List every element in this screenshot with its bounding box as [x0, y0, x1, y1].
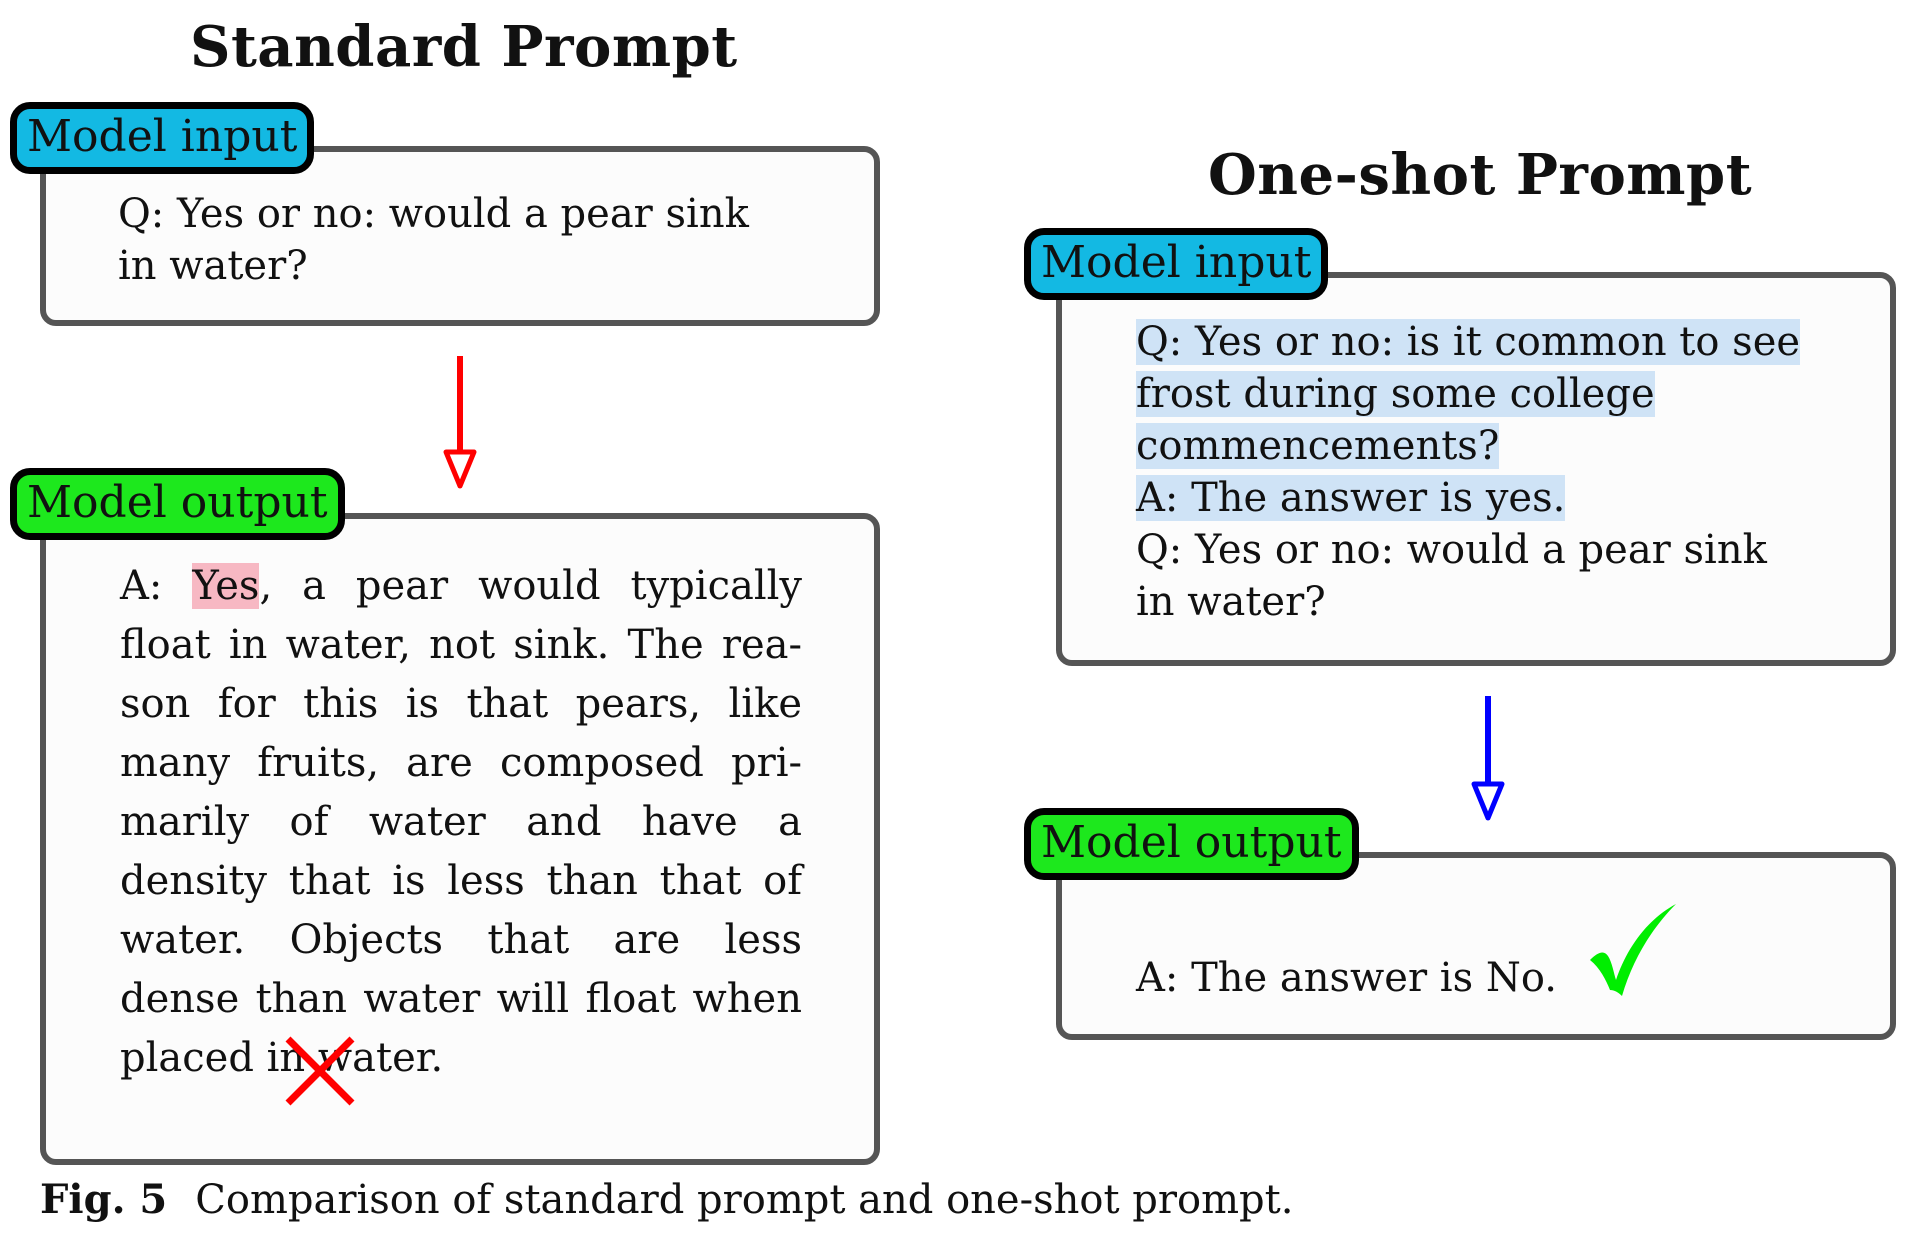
- arrow-down-blue-icon: [1471, 696, 1505, 821]
- wrong-answer-highlight: Yes: [192, 563, 260, 609]
- standard-prompt-title: Standard Prompt: [190, 14, 738, 80]
- answer-explanation: , a pear would typically float in water,…: [120, 563, 803, 1081]
- standard-input-tag: Model input: [10, 102, 315, 174]
- example-question-line: commencements?: [1136, 423, 1500, 469]
- one-shot-input-box: Q: Yes or no: is it common to see frost …: [1056, 272, 1896, 666]
- standard-input-box: Q: Yes or no: would a pear sink in water…: [40, 146, 880, 326]
- check-icon: [1590, 904, 1676, 996]
- one-shot-output-tag: Model output: [1024, 808, 1359, 880]
- figure-caption: Fig. 5 Comparison of standard prompt and …: [40, 1176, 1293, 1223]
- standard-output-tag: Model output: [10, 468, 345, 540]
- one-shot-input-text: Q: Yes or no: is it common to see frost …: [1136, 316, 1836, 628]
- standard-input-text: Q: Yes or no: would a pear sink in water…: [118, 191, 749, 289]
- one-shot-input-tag: Model input: [1024, 228, 1329, 300]
- target-question-line: in water?: [1136, 579, 1326, 625]
- figure-label: Fig. 5: [40, 1176, 168, 1223]
- cross-icon: [285, 1036, 355, 1106]
- standard-output-text: A: Yes, a pear would typically float in …: [120, 557, 802, 1088]
- standard-output-box: A: Yes, a pear would typically float in …: [40, 513, 880, 1165]
- arrow-down-red-icon: [443, 356, 477, 489]
- one-shot-output-text: A: The answer is No.: [1136, 955, 1557, 1001]
- one-shot-prompt-title: One-shot Prompt: [1208, 142, 1753, 208]
- answer-prefix: A:: [120, 563, 193, 609]
- caption-text: Comparison of standard prompt and one-sh…: [195, 1177, 1294, 1223]
- example-question-line: frost during some college: [1136, 371, 1655, 417]
- target-question-line: Q: Yes or no: would a pear sink: [1136, 527, 1767, 573]
- example-answer-line: A: The answer is yes.: [1136, 475, 1566, 521]
- one-shot-output-box: A: The answer is No.: [1056, 852, 1896, 1040]
- example-question-line: Q: Yes or no: is it common to see: [1136, 319, 1801, 365]
